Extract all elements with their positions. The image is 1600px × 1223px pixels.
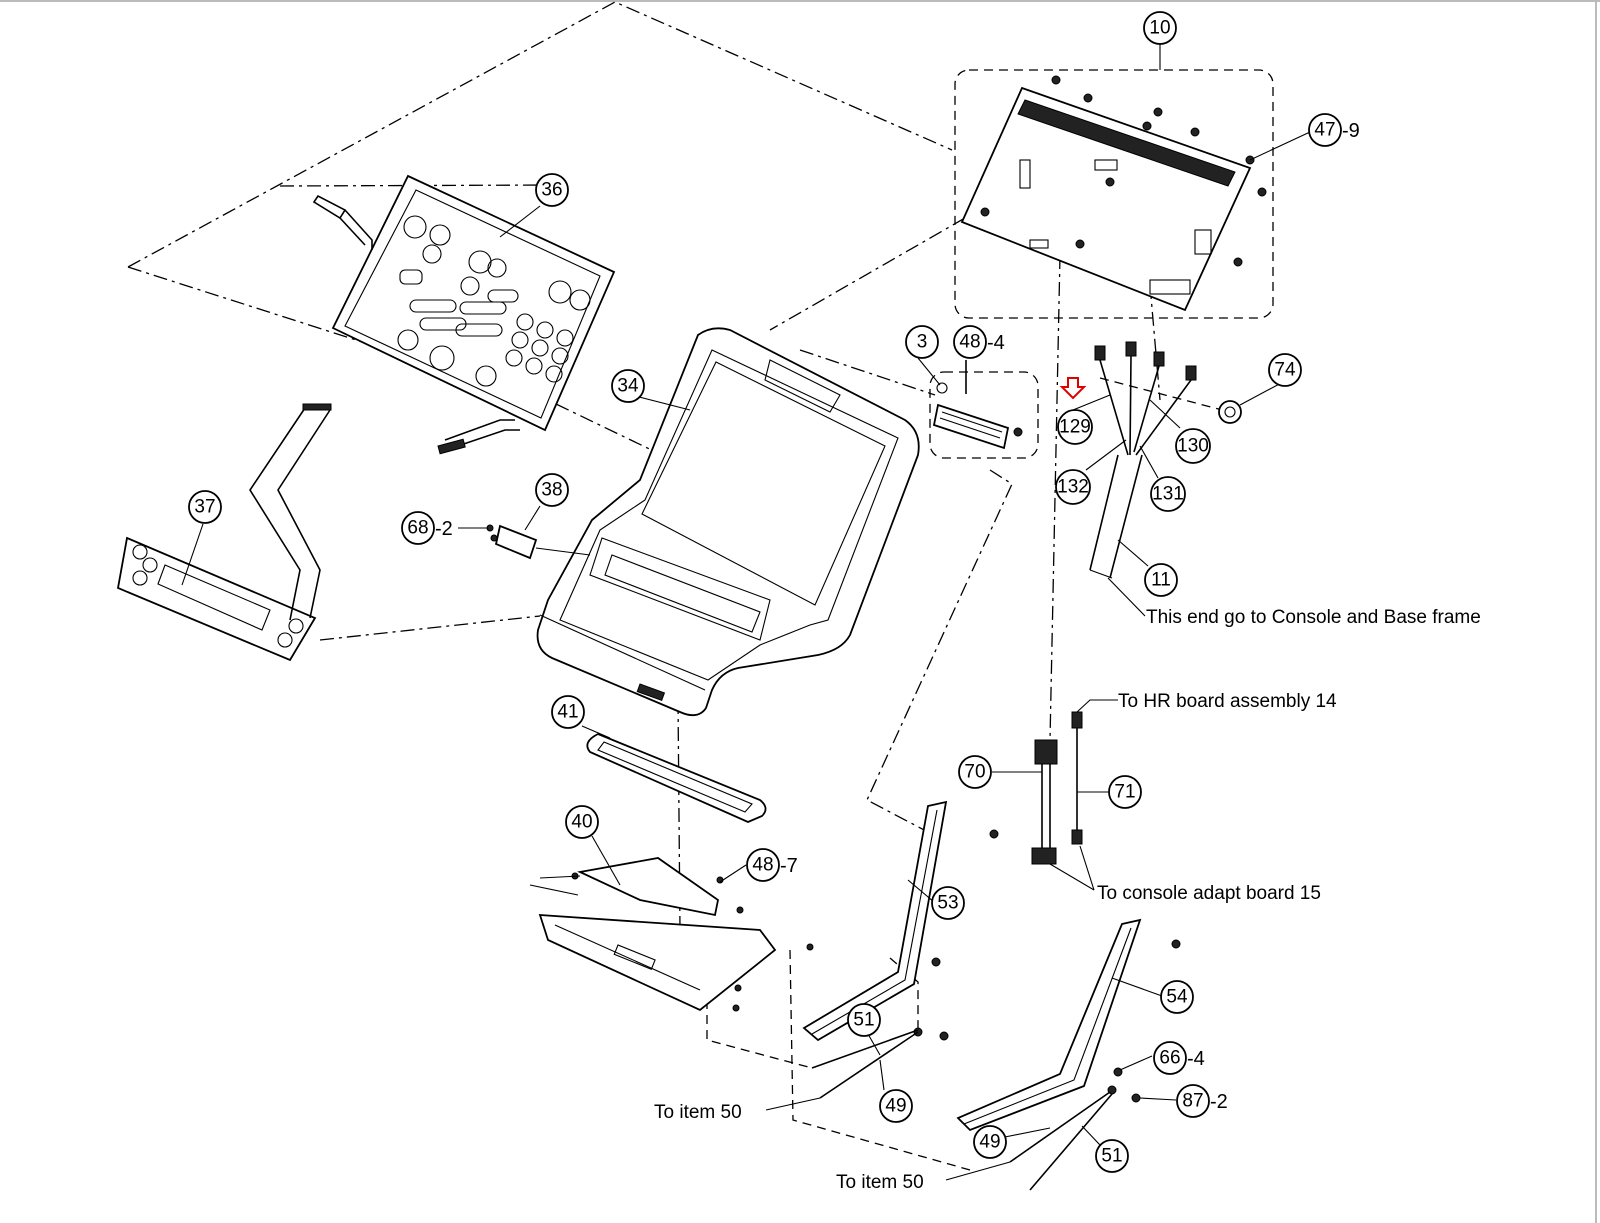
cable-71 bbox=[1071, 699, 1118, 845]
note-console-base-frame: This end go to Console and Base frame bbox=[1146, 607, 1481, 628]
callout-87-suffix: -2 bbox=[1210, 1091, 1228, 1113]
console-housing-34 bbox=[536, 327, 920, 717]
callout-87-2: 87 bbox=[1176, 1084, 1210, 1118]
main-board-10 bbox=[954, 69, 1311, 319]
svg-text:132: 132 bbox=[1057, 477, 1089, 498]
gasket-41 bbox=[586, 733, 767, 823]
overlay-panel-36 bbox=[312, 174, 616, 455]
svg-text:129: 129 bbox=[1059, 417, 1091, 438]
svg-text:49: 49 bbox=[885, 1096, 906, 1117]
note-to-item-50-b: To item 50 bbox=[836, 1172, 924, 1193]
callout-70: 70 bbox=[958, 755, 992, 789]
callout-34: 34 bbox=[611, 369, 645, 403]
svg-text:10: 10 bbox=[1149, 18, 1170, 39]
callout-36: 36 bbox=[535, 173, 569, 207]
rods bbox=[765, 1029, 1113, 1191]
callout-38: 38 bbox=[535, 473, 569, 507]
mount-bracket-40 bbox=[529, 857, 814, 1012]
svg-text:68: 68 bbox=[407, 518, 428, 539]
leader-console-adapt-b bbox=[1079, 845, 1095, 891]
callout-54: 54 bbox=[1160, 980, 1194, 1014]
svg-text:51: 51 bbox=[853, 1010, 874, 1031]
callout-51-b: 51 bbox=[1095, 1139, 1129, 1173]
svg-text:3: 3 bbox=[917, 332, 928, 353]
wire-harness bbox=[1089, 341, 1242, 617]
highlight-arrow bbox=[1059, 377, 1087, 400]
callout-131: 131 bbox=[1150, 476, 1186, 512]
callout-51-a: 51 bbox=[847, 1003, 881, 1037]
svg-text:49: 49 bbox=[979, 1132, 1000, 1153]
svg-text:66: 66 bbox=[1159, 1048, 1180, 1069]
callout-11: 11 bbox=[1144, 563, 1178, 597]
callout-10: 10 bbox=[1143, 11, 1177, 45]
callout-129: 129 bbox=[1057, 409, 1093, 445]
callout-48-7-suffix: -7 bbox=[780, 855, 798, 877]
callout-66-4: 66 bbox=[1153, 1041, 1187, 1075]
callout-47-9: 47 bbox=[1308, 113, 1342, 147]
svg-text:38: 38 bbox=[541, 480, 562, 501]
callout-66-suffix: -4 bbox=[1187, 1048, 1205, 1070]
leader-console-adapt-a bbox=[1049, 863, 1095, 891]
callout-74: 74 bbox=[1268, 353, 1302, 387]
svg-text:51: 51 bbox=[1101, 1146, 1122, 1167]
leader-lines bbox=[181, 44, 1299, 1146]
keypad-37 bbox=[116, 403, 332, 662]
svg-text:74: 74 bbox=[1274, 360, 1296, 381]
svg-text:48: 48 bbox=[752, 855, 773, 876]
note-console-adapt-board: To console adapt board 15 bbox=[1097, 883, 1321, 904]
svg-text:54: 54 bbox=[1166, 987, 1188, 1008]
svg-text:36: 36 bbox=[541, 180, 562, 201]
bracket-group-3 bbox=[929, 360, 1039, 459]
callout-49-a: 49 bbox=[879, 1089, 913, 1123]
callout-3: 3 bbox=[905, 325, 939, 359]
callout-48-4-suffix: -4 bbox=[987, 332, 1005, 354]
callout-132: 132 bbox=[1055, 469, 1091, 505]
svg-text:40: 40 bbox=[571, 812, 592, 833]
callout-47-suffix: -9 bbox=[1342, 120, 1360, 142]
note-hr-board: To HR board assembly 14 bbox=[1118, 691, 1337, 712]
upright-53 bbox=[802, 800, 999, 1042]
upright-54 bbox=[956, 918, 1181, 1132]
cable-70 bbox=[1031, 739, 1058, 865]
svg-text:130: 130 bbox=[1177, 436, 1209, 457]
callout-71: 71 bbox=[1108, 775, 1142, 809]
svg-text:37: 37 bbox=[194, 497, 215, 518]
callout-53: 53 bbox=[931, 886, 965, 920]
callout-48-4: 48 bbox=[953, 325, 987, 359]
svg-text:70: 70 bbox=[964, 762, 985, 783]
callout-49-b: 49 bbox=[973, 1125, 1007, 1159]
svg-text:47: 47 bbox=[1314, 120, 1335, 141]
svg-text:71: 71 bbox=[1114, 782, 1135, 803]
svg-text:11: 11 bbox=[1151, 570, 1171, 591]
svg-text:131: 131 bbox=[1152, 484, 1184, 505]
svg-text:34: 34 bbox=[617, 376, 639, 397]
callout-68-suffix: -2 bbox=[435, 518, 453, 540]
callout-40: 40 bbox=[565, 805, 599, 839]
callout-48-7: 48 bbox=[746, 848, 780, 882]
svg-text:41: 41 bbox=[557, 702, 578, 723]
callout-68-2: 68 bbox=[401, 511, 435, 545]
svg-text:87: 87 bbox=[1182, 1091, 1203, 1112]
svg-text:53: 53 bbox=[937, 893, 958, 914]
svg-text:48: 48 bbox=[959, 332, 980, 353]
callout-130: 130 bbox=[1175, 428, 1211, 464]
callout-37: 37 bbox=[188, 490, 222, 524]
callout-41: 41 bbox=[551, 695, 585, 729]
note-to-item-50-a: To item 50 bbox=[654, 1102, 742, 1123]
bracket-38 bbox=[486, 524, 591, 560]
